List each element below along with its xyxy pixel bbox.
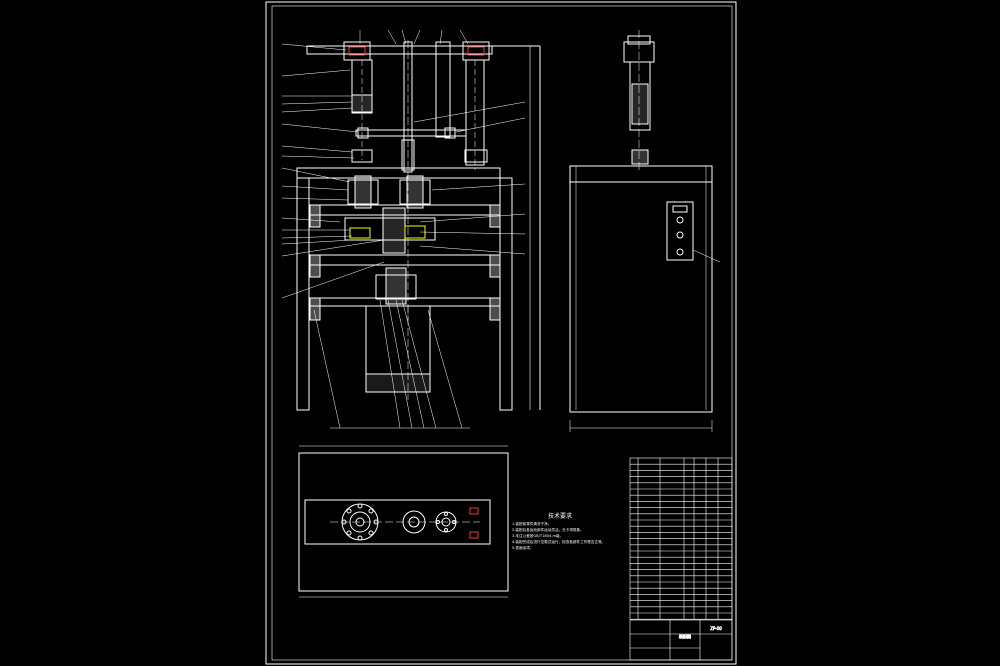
top-plate [306, 45, 493, 55]
leader-lines-bottom [313, 299, 470, 429]
gear-left-upper [347, 175, 379, 209]
frame-leg-right [499, 177, 513, 411]
lower-coupling [375, 274, 417, 300]
side-view [569, 30, 721, 432]
note-line: 5.表面涂漆。 [512, 545, 533, 550]
parts-list [629, 457, 733, 620]
frame-leg-left [296, 177, 310, 411]
base-plate [298, 452, 509, 592]
technical-notes: 技术要求 1.装配前零件清洗干净。 2.装配后各运动部件运动灵活，无卡滞现象。 … [512, 512, 605, 550]
leader-lines-right [413, 101, 526, 255]
note-line: 2.装配后各运动部件运动灵活，无卡滞现象。 [512, 527, 584, 532]
title-block: 装配图 ZP-00 [629, 619, 733, 661]
note-line: 1.装配前零件清洗干净。 [512, 521, 551, 526]
side-guide-rod [629, 61, 651, 131]
top-view [298, 445, 509, 598]
drawing-name: 装配图 [679, 633, 691, 639]
top-clamp-left [343, 41, 371, 61]
note-line: 3.未注公差按GB/T1804-m级。 [512, 533, 563, 538]
guide-rod-right [465, 59, 485, 166]
middle-crossbar [355, 129, 467, 137]
drawing-number: ZP-00 [710, 626, 722, 631]
gear-assembly-middle [344, 217, 436, 241]
top-clamp-right [462, 41, 490, 61]
note-line: 4.装配完成后进行空载试运行，检查各部件工作是否正常。 [512, 539, 605, 544]
control-cabinet [569, 165, 713, 413]
control-panel [666, 201, 694, 261]
frame-top-beam [296, 167, 501, 179]
display-panel-icon [672, 205, 688, 213]
knob-icon [676, 248, 684, 256]
drawing-border [265, 1, 737, 665]
notes-title: 技术要求 [548, 512, 572, 520]
drawing-inner-border [271, 5, 733, 661]
plate-middle [308, 254, 501, 266]
mounting-plate [304, 499, 491, 545]
front-view [281, 29, 541, 429]
knob-icon [676, 216, 684, 224]
leader-lines-left [281, 43, 385, 299]
gear-right-upper [399, 175, 431, 209]
top-leader-tags [359, 29, 469, 45]
knob-icon [676, 231, 684, 239]
